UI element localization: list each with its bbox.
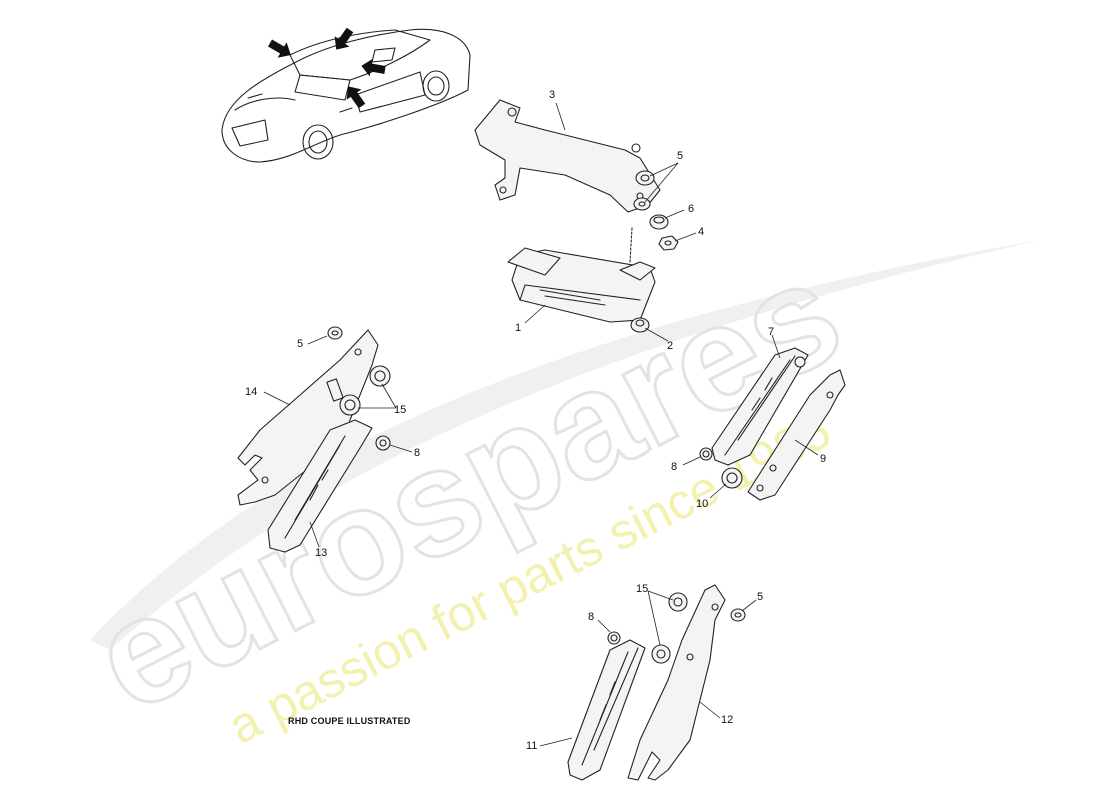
callout-8: 8 xyxy=(414,447,421,459)
callout-3: 3 xyxy=(549,89,556,101)
part-8-bolt-left xyxy=(375,435,391,451)
callout-5: 5 xyxy=(297,338,304,350)
part-15-spacer-left xyxy=(326,365,391,416)
callout-10: 10 xyxy=(696,498,709,510)
part-9-bracket xyxy=(747,369,846,501)
part-15-spacer-bottom xyxy=(651,592,688,664)
arrow-icon xyxy=(268,39,291,58)
part-3-bracket xyxy=(474,99,661,213)
callout-7: 7 xyxy=(768,326,775,338)
location-arrows xyxy=(268,27,386,109)
diagram-caption: RHD COUPE ILLUSTRATED xyxy=(288,716,411,726)
part-5-washer-bottom xyxy=(730,608,746,622)
callout-15: 15 xyxy=(636,583,649,595)
part-6-grommet xyxy=(649,214,669,230)
part-11-module xyxy=(567,639,646,781)
callout-1: 1 xyxy=(515,322,522,334)
car-illustration xyxy=(221,28,471,163)
part-7-module xyxy=(711,347,809,466)
callout-9: 9 xyxy=(820,453,827,465)
part-14-bracket xyxy=(237,329,379,506)
leader-lines xyxy=(263,102,819,747)
arrow-icon xyxy=(346,86,366,109)
part-8-bolt-bottom xyxy=(607,631,621,645)
part-4-nut xyxy=(658,235,679,251)
callout-5: 5 xyxy=(677,150,684,162)
callout-15: 15 xyxy=(394,404,407,416)
part-5-washer-top xyxy=(633,170,655,211)
part-8-bolt-right xyxy=(699,447,713,461)
callout-12: 12 xyxy=(721,714,734,726)
callout-5: 5 xyxy=(757,591,764,603)
callout-14: 14 xyxy=(245,386,258,398)
arrow-icon xyxy=(361,58,386,77)
arrow-icon xyxy=(334,27,354,50)
part-10-spacer xyxy=(721,467,743,489)
part-12-bracket xyxy=(627,584,726,781)
callout-2: 2 xyxy=(667,340,674,352)
part-13-module xyxy=(267,419,373,553)
part-5-washer-left xyxy=(327,326,343,340)
callout-4: 4 xyxy=(698,226,705,238)
callout-11: 11 xyxy=(526,740,538,752)
part-1-module xyxy=(507,227,656,333)
callout-13: 13 xyxy=(315,547,328,559)
callout-8: 8 xyxy=(671,461,678,473)
callout-8: 8 xyxy=(588,611,595,623)
callout-6: 6 xyxy=(688,203,695,215)
